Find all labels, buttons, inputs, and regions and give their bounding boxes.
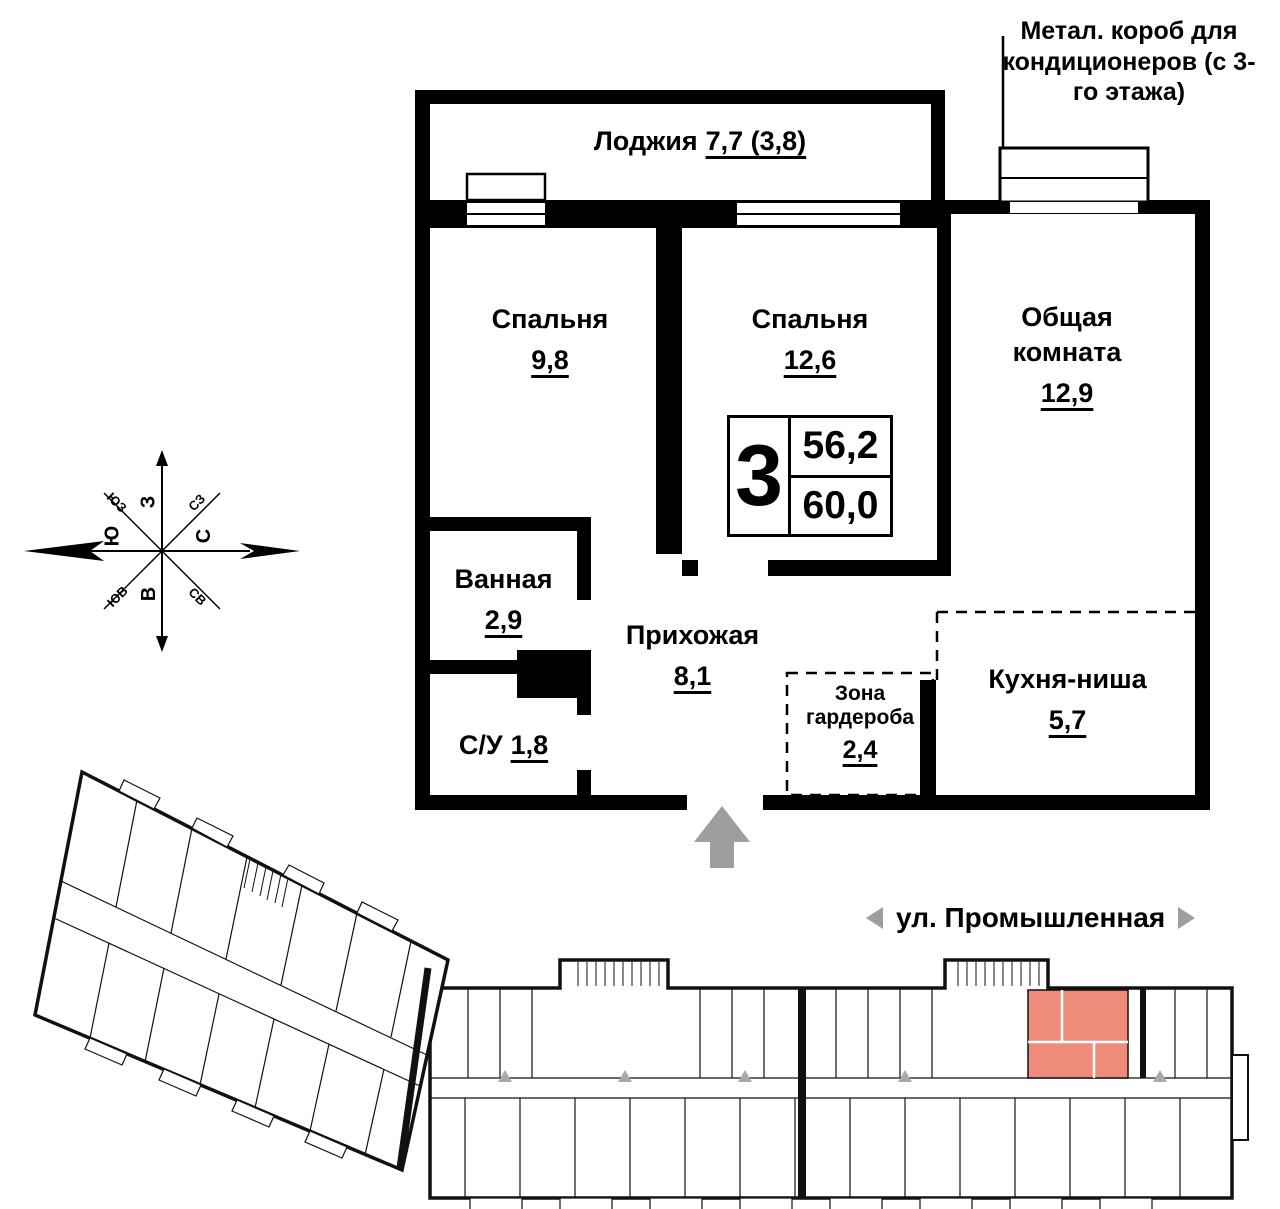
room-label-hallway: Прихожая 8,1 (600, 618, 785, 694)
wing-left-balconies (84, 779, 399, 1159)
room-area: 2,9 (484, 605, 523, 636)
street-arrow-right-icon (1178, 907, 1196, 929)
wall-outer-left (415, 90, 430, 810)
wardrobe-dashed-zone (785, 671, 935, 797)
shaft-pillar (517, 650, 591, 698)
section-wall (1140, 988, 1146, 1078)
living-area-value: 56,2 (802, 424, 879, 468)
room-area: 7,7 (3,8) (705, 126, 807, 156)
room-label-bathroom: Ванная 2,9 (432, 562, 575, 638)
room-name: Прихожая (625, 620, 760, 650)
room-area: 12,6 (783, 345, 837, 376)
section-wall (798, 988, 806, 1198)
room-area: 9,8 (531, 345, 569, 376)
compass-label-south: Ю (101, 525, 124, 547)
wall-loggia-top (415, 90, 945, 104)
wall-outer-bottom (415, 795, 1210, 810)
unit-entry-arrows (498, 1070, 1167, 1082)
wall-bath-right-lower (577, 770, 591, 795)
wing-left-interior (53, 799, 428, 1156)
room-area: 12,9 (1040, 378, 1094, 409)
compass-label-west: З (137, 495, 160, 509)
room-name: Ванная (454, 564, 553, 594)
wall-bedrooms-divider (656, 214, 682, 554)
room-area: 5,7 (1048, 705, 1087, 736)
entry-arrow-icon (694, 806, 750, 868)
ac-box (998, 36, 1150, 213)
highlighted-unit (1027, 989, 1129, 1079)
apartment-plan (415, 36, 1210, 868)
compass-rose (24, 450, 300, 652)
entry-opening (687, 795, 763, 810)
building-overview (33, 769, 1249, 1209)
street-name: ул. Промышленная (896, 902, 1166, 933)
room-name: Спальня (751, 304, 869, 334)
wall-bedroom2-bottom-right (768, 560, 937, 576)
room-label-bedroom2: Спальня 12,6 (715, 302, 905, 378)
window (465, 172, 547, 225)
room-name: Общая комната (1012, 302, 1122, 368)
room-name: С/У (458, 730, 503, 760)
area-values: 56,2 60,0 (788, 418, 890, 534)
kitchen-dashed-boundary (935, 610, 1195, 680)
street-label: ул. Промышленная (866, 902, 1196, 934)
room-area: 8,1 (673, 661, 712, 692)
compass-down-arrowhead (156, 636, 168, 652)
room-area: 1,8 (510, 730, 549, 760)
room-label-bedroom1: Спальня 9,8 (455, 302, 645, 378)
wall-bath-wc-divider (430, 660, 525, 674)
wall-bedroom2-bottom-left (682, 560, 698, 576)
compass-label-north: С (193, 528, 216, 544)
ac-box-note: Метал. короб для кондиционеров (с 3-го э… (1002, 17, 1256, 106)
compass-north-arrow (240, 543, 300, 559)
expansion-joint (396, 967, 432, 1169)
wall-loggia-right (931, 90, 945, 214)
wing-left-stair-hatch (243, 858, 289, 908)
room-area: 2,4 (842, 736, 878, 765)
unit-divider-walls (464, 988, 1208, 1198)
compass-label-east: В (138, 586, 161, 602)
stair-hatch (577, 962, 1040, 986)
room-name: Зона гардероба (805, 682, 915, 730)
room-label-wardrobe: Зона гардероба 2,4 (792, 682, 928, 767)
room-label-living: Общая комната 12,9 (972, 300, 1162, 411)
compass-up-arrowhead (156, 450, 168, 466)
wall-outer-right (1195, 214, 1210, 810)
wall-bedroom2-living-divider (937, 214, 951, 576)
room-name: Спальня (491, 304, 609, 334)
rooms-count: 3 (735, 427, 783, 524)
room-name: Кухня-ниша (988, 664, 1147, 694)
room-name: Лоджия (593, 126, 698, 156)
wall-bedroom1-bottom (430, 517, 580, 531)
compass-south-arrow (24, 541, 104, 561)
wing-left (33, 769, 450, 1173)
wall-bath-right-upper (577, 517, 591, 600)
total-area-value: 60,0 (791, 474, 890, 535)
window (737, 203, 900, 225)
apartment-info-badge: 3 56,2 60,0 (727, 415, 893, 537)
room-label-kitchen: Кухня-ниша 5,7 (975, 662, 1160, 738)
balconies (469, 1197, 1153, 1209)
street-arrow-left-icon (866, 907, 883, 929)
